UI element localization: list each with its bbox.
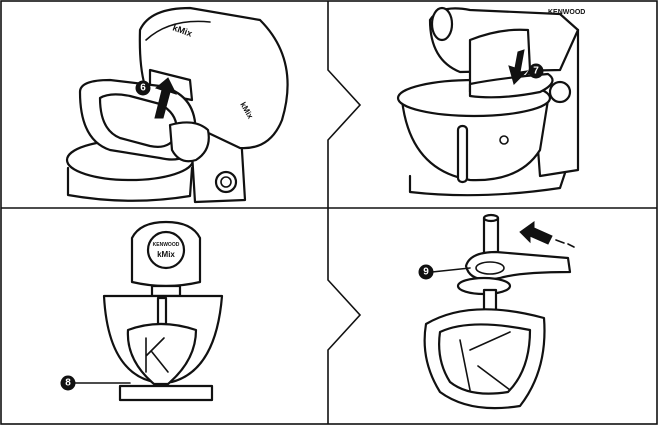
panel-2-splash-guard-lower: KENWOOD 7 (396, 6, 585, 197)
k-beater-pattern (459, 331, 511, 391)
panel-3-beater-height: KENWOOD kMix 8 (60, 220, 224, 402)
bowl-body (400, 98, 550, 182)
bowl-marker (499, 135, 509, 145)
direction-arrow-up (154, 77, 177, 119)
brand-badge-model: kMix (157, 250, 175, 259)
brand-logo-head: KENWOOD (548, 9, 585, 16)
speed-knob (214, 170, 238, 194)
direction-arrow-down (508, 49, 529, 85)
callout-leader-9 (431, 267, 471, 273)
k-beater-inner (438, 323, 532, 395)
mixer-base (408, 168, 568, 197)
head-contour (145, 20, 211, 41)
beater-shaft (156, 296, 168, 326)
notch-arrow-top (327, 1, 362, 208)
speed-knob (548, 80, 572, 104)
spanner-jaw (475, 261, 505, 275)
spanner (464, 250, 572, 281)
callout-marker-8 (60, 375, 76, 391)
k-beater-pattern (145, 337, 169, 373)
panel-4-spanner-adjust: 9 (418, 213, 575, 410)
callout-marker-6 (135, 80, 151, 96)
splash-guard-handle (168, 121, 210, 163)
callout-label-9: 9 (423, 267, 429, 278)
brand-badge-name: KENWOOD (153, 242, 180, 248)
splash-guard-rim (468, 72, 554, 99)
head-dome (430, 6, 454, 42)
direction-arrow-left (519, 221, 553, 245)
speed-knob-center (220, 176, 232, 188)
callout-label-8: 8 (65, 378, 71, 389)
k-beater (126, 322, 198, 386)
panel-1-splash-guard-attach: kMix kMix 6 (65, 6, 289, 204)
callout-label-6: 6 (140, 83, 146, 94)
notch-arrow-bottom (327, 208, 362, 424)
mixer-base-plate (118, 384, 214, 402)
drive-hub (150, 284, 182, 298)
motion-dash-1 (555, 239, 565, 244)
callout-label-7: 7 (533, 66, 539, 77)
brand-badge (146, 230, 186, 270)
bowl-handle (456, 124, 469, 184)
motion-dash-2 (567, 243, 575, 248)
shaft-top (482, 213, 500, 223)
callout-marker-7 (528, 63, 544, 79)
callout-marker-9 (418, 264, 434, 280)
